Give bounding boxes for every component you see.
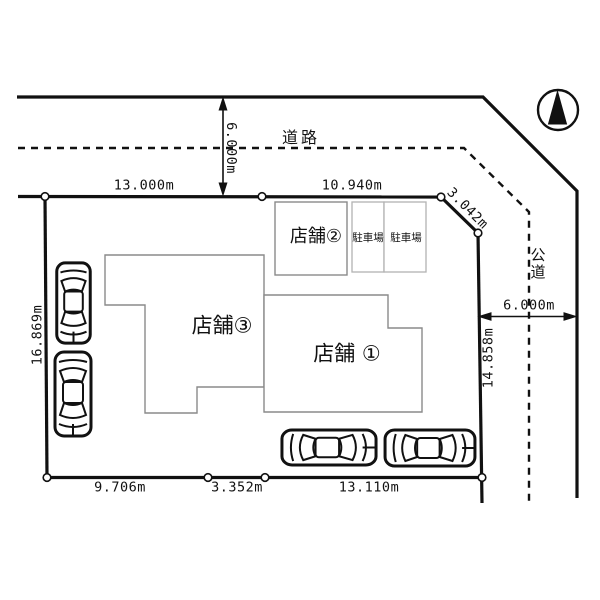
boundary-corner-diagonal xyxy=(439,195,480,235)
building-shop1-label: 店舗 ① xyxy=(313,341,381,366)
boundary-left xyxy=(43,196,49,478)
north-arrow-icon xyxy=(536,88,580,132)
road-right-label: 公道 xyxy=(528,247,547,281)
road-outer-edge xyxy=(17,95,579,498)
building-shop2-label: 店舗② xyxy=(289,226,343,247)
dimension-top-right: 10.940m xyxy=(321,177,383,194)
parking-stalls xyxy=(351,201,427,273)
boundary-marker xyxy=(260,472,270,483)
parking-stall-1-label: 駐車場 xyxy=(352,231,384,244)
dimension-left-side: 16.869m xyxy=(29,304,46,366)
dimension-top-left: 13.000m xyxy=(113,177,175,194)
boundary-top xyxy=(17,194,442,199)
parking-stall-2 xyxy=(383,201,427,273)
road-edges xyxy=(17,95,579,502)
dimension-bottom-center: 3.352m xyxy=(211,479,263,496)
road-right-width-dimension: 6.000m xyxy=(503,297,555,314)
boundary-marker xyxy=(257,191,267,202)
car-icon xyxy=(280,428,378,467)
boundary-marker xyxy=(203,472,213,483)
parking-stall-1 xyxy=(351,201,385,273)
arrowhead-up xyxy=(218,96,228,111)
arrowhead-down xyxy=(218,182,228,197)
arrowhead-left xyxy=(477,312,492,321)
boundary-markers xyxy=(40,191,487,483)
buildings xyxy=(104,201,423,414)
building-shop3-label: 店舗③ xyxy=(191,313,253,338)
boundary-marker xyxy=(42,472,52,483)
building-shop1-outline xyxy=(263,294,423,413)
road-top-width-dimension: 6.000m xyxy=(222,122,239,174)
dimension-bottom-right: 13.110m xyxy=(338,479,400,496)
car-icon xyxy=(55,261,92,345)
building-shop2-outline xyxy=(274,201,348,276)
parking-stall-2-label: 駐車場 xyxy=(390,231,422,244)
road-centerline xyxy=(18,146,531,502)
dimension-right-side: 14.858m xyxy=(480,327,497,389)
arrowhead-right xyxy=(563,312,578,321)
boundary-marker xyxy=(436,192,446,202)
boundary-marker xyxy=(477,472,487,483)
car-icon xyxy=(383,428,477,468)
boundary-right xyxy=(476,232,484,504)
road-top-label: 道路 xyxy=(281,128,321,147)
dimension-arrows xyxy=(218,96,578,321)
car-icon xyxy=(53,350,93,438)
dimension-bottom-left: 9.706m xyxy=(94,479,146,496)
boundary-marker xyxy=(40,191,50,202)
boundary-marker xyxy=(473,228,483,238)
